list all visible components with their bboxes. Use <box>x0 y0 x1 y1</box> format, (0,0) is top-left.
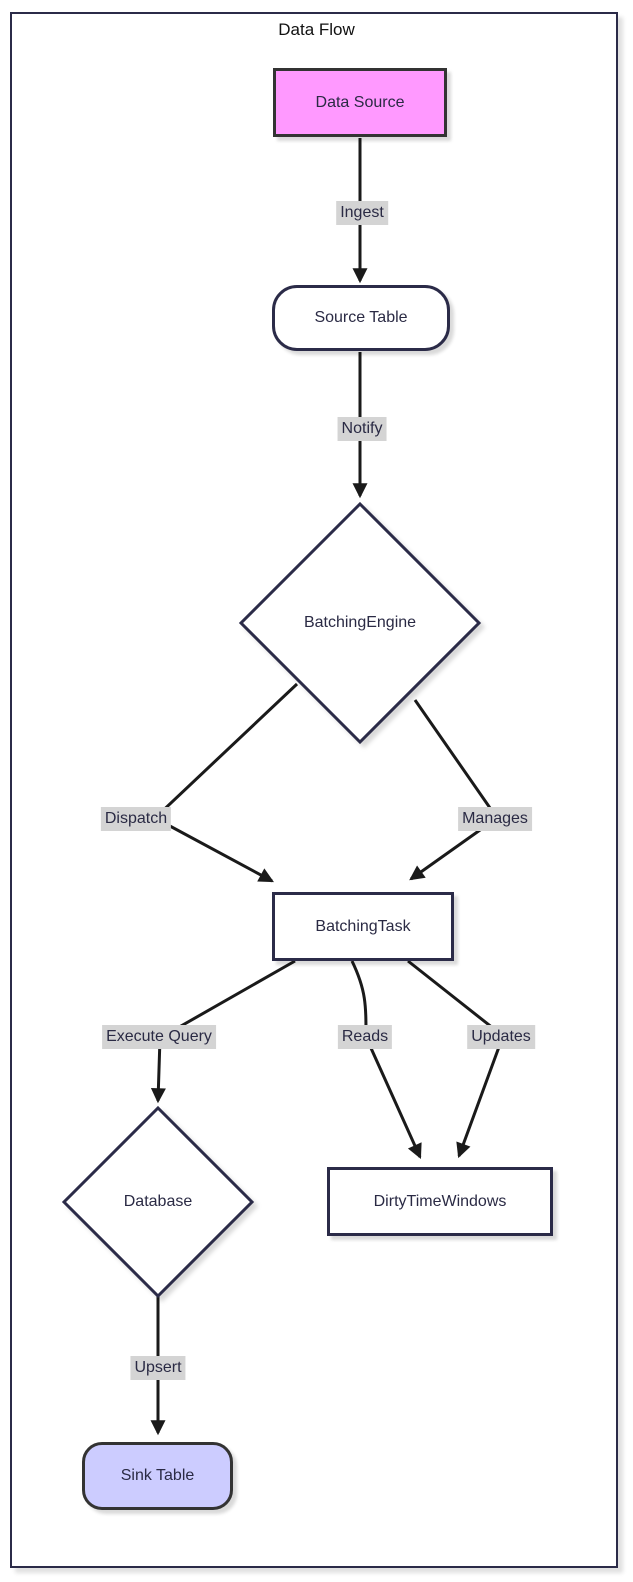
node-batching-engine: BatchingEngine <box>238 501 482 745</box>
edge-label-reads: Reads <box>337 1025 393 1049</box>
node-sink-table: Sink Table <box>82 1442 233 1510</box>
diamond-shape-icon <box>61 1105 255 1299</box>
node-source-table-label: Source Table <box>314 309 408 326</box>
node-dirty-time-windows-label: DirtyTimeWindows <box>373 1192 507 1210</box>
diamond-shape-icon <box>238 501 482 745</box>
node-sink-table-label: Sink Table <box>120 1467 195 1484</box>
edge-label-notify: Notify <box>337 417 387 441</box>
node-source-table: Source Table <box>272 285 450 351</box>
edge-label-upsert: Upsert <box>130 1356 186 1380</box>
edge-label-manages: Manages <box>458 807 532 831</box>
edge-label-updates: Updates <box>467 1025 535 1049</box>
edge-updates <box>407 959 505 1159</box>
node-data-source: Data Source <box>273 68 447 137</box>
node-data-source-label: Data Source <box>315 93 405 111</box>
node-database: Database <box>61 1105 255 1299</box>
node-database-label: Database <box>123 1193 193 1210</box>
node-batching-engine-label: BatchingEngine <box>303 614 417 631</box>
diagram-title: Data Flow <box>278 20 355 39</box>
node-batching-task-label: BatchingTask <box>315 917 411 935</box>
subgraph-border <box>10 12 618 1568</box>
edge-label-dispatch: Dispatch <box>100 807 172 831</box>
edge-label-execute-query: Execute Query <box>102 1025 216 1049</box>
edge-label-ingest: Ingest <box>336 201 388 225</box>
node-batching-task: BatchingTask <box>272 892 454 961</box>
edge-reads <box>350 960 422 1160</box>
node-dirty-time-windows: DirtyTimeWindows <box>327 1167 553 1236</box>
